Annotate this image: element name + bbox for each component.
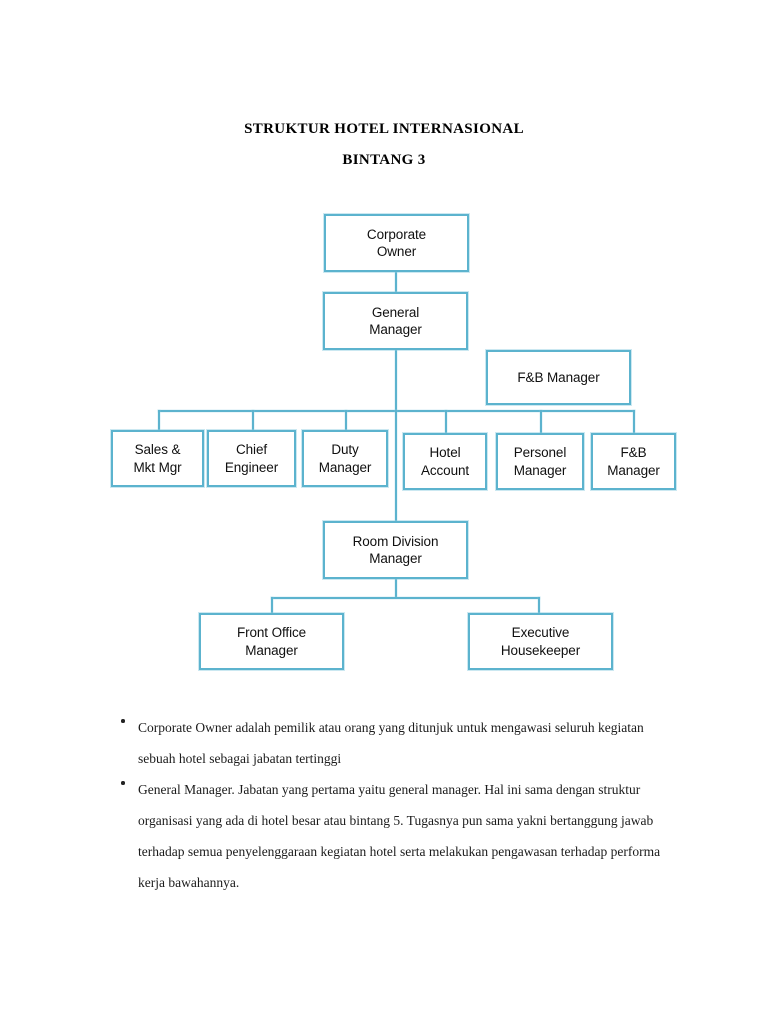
node-personel-manager-label: Personel Manager xyxy=(513,445,567,478)
node-chief-engineer-label: Chief Engineer xyxy=(224,442,279,475)
node-fb-manager-top-label: F&B Manager xyxy=(517,369,600,385)
bullet-icon xyxy=(121,719,125,723)
connector-drop-chief-engineer xyxy=(252,410,254,431)
node-front-office-manager[interactable]: Front Office Manager xyxy=(199,613,344,670)
page-title-line-2: BINTANG 3 xyxy=(342,152,426,168)
connector-gm-to-room-division xyxy=(395,410,397,522)
bullet-icon xyxy=(121,781,125,785)
connector-room-division-bus xyxy=(271,597,540,599)
node-room-division-manager[interactable]: Room Division Manager xyxy=(323,521,468,579)
node-general-manager[interactable]: General Manager xyxy=(323,292,468,350)
node-chief-engineer[interactable]: Chief Engineer xyxy=(207,430,296,487)
node-personel-manager[interactable]: Personel Manager xyxy=(496,433,584,490)
list-item-text: General Manager. Jabatan yang pertama ya… xyxy=(138,782,661,890)
node-front-office-manager-label: Front Office Manager xyxy=(236,625,307,658)
connector-drop-fb-manager-bottom xyxy=(633,410,635,434)
org-chart: Corporate Owner General Manager F&B Mana… xyxy=(111,214,676,670)
node-sales-mkt-mgr-label: Sales & Mkt Mgr xyxy=(133,442,182,475)
node-room-division-manager-label: Room Division Manager xyxy=(352,533,439,566)
node-fb-manager-bottom[interactable]: F&B Manager xyxy=(591,433,676,490)
node-general-manager-label: General Manager xyxy=(369,304,422,337)
connector-drop-sales-mkt-mgr xyxy=(158,410,160,431)
node-fb-manager-top[interactable]: F&B Manager xyxy=(486,350,631,405)
node-fb-manager-bottom-label: F&B Manager xyxy=(607,445,660,478)
connector-drop-front-office-manager xyxy=(271,597,273,614)
connector-gm-stem xyxy=(395,349,397,411)
node-hotel-account-label: Hotel Account xyxy=(420,445,470,478)
list-item-text: Corporate Owner adalah pemilik atau oran… xyxy=(138,720,644,766)
connector-drop-personel-manager xyxy=(540,410,542,434)
connector-drop-duty-manager xyxy=(345,410,347,431)
body-copy: Corporate Owner adalah pemilik atau oran… xyxy=(0,712,768,898)
connector-drop-hotel-account xyxy=(445,410,447,434)
list-item: Corporate Owner adalah pemilik atau oran… xyxy=(0,712,768,774)
connector-room-division-stem xyxy=(395,578,397,598)
connector-owner-to-gm xyxy=(395,271,397,293)
node-duty-manager[interactable]: Duty Manager xyxy=(302,430,388,487)
node-sales-mkt-mgr[interactable]: Sales & Mkt Mgr xyxy=(111,430,204,487)
node-duty-manager-label: Duty Manager xyxy=(318,442,372,475)
node-corporate-owner-label: Corporate Owner xyxy=(366,226,427,259)
node-executive-housekeeper-label: Executive Housekeeper xyxy=(500,625,581,658)
node-hotel-account[interactable]: Hotel Account xyxy=(403,433,487,490)
node-executive-housekeeper[interactable]: Executive Housekeeper xyxy=(468,613,613,670)
connector-drop-executive-housekeeper xyxy=(538,597,540,614)
page-title-line-1: STRUKTUR HOTEL INTERNASIONAL xyxy=(244,121,524,137)
list-item: General Manager. Jabatan yang pertama ya… xyxy=(0,774,768,898)
node-corporate-owner[interactable]: Corporate Owner xyxy=(324,214,469,272)
